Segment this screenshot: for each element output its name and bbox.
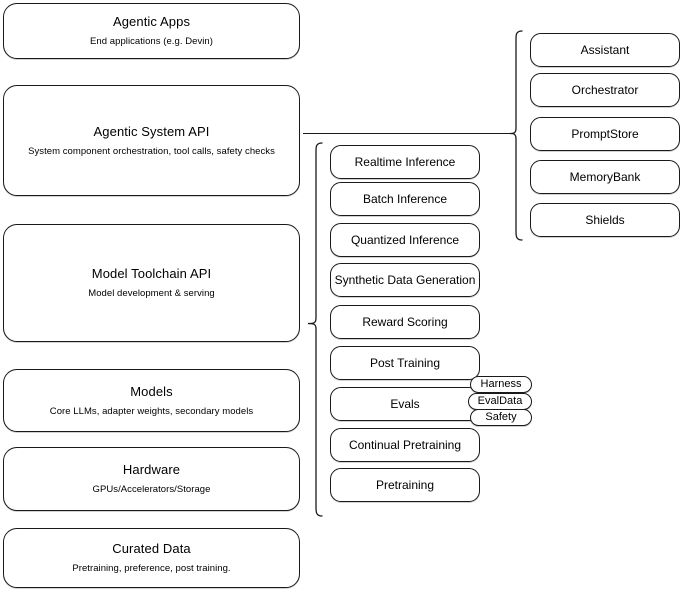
evals-tag-label: EvalData	[477, 395, 523, 407]
layer-hardware[interactable]: Hardware GPUs/Accelerators/Storage	[3, 447, 300, 511]
layer-title: Models	[130, 383, 173, 399]
layer-title: Agentic Apps	[112, 14, 191, 29]
capability-title: Continual Pretraining	[348, 437, 462, 452]
component-promptstore[interactable]: PromptStore	[530, 117, 680, 151]
capability-title: Realtime Inference	[354, 154, 456, 169]
layer-model-toolchain-api[interactable]: Model Toolchain API Model development & …	[3, 224, 300, 342]
capability-pretraining[interactable]: Pretraining	[330, 468, 480, 502]
component-title: MemoryBank	[569, 169, 641, 184]
component-title: Assistant	[580, 42, 630, 57]
evals-tag-label: Harness	[480, 378, 522, 390]
capability-title: Pretraining	[375, 477, 435, 492]
capability-realtime-inference[interactable]: Realtime Inference	[330, 145, 480, 179]
layer-subtitle: Core LLMs, adapter weights, secondary mo…	[49, 405, 254, 417]
right-brace	[508, 30, 524, 242]
evals-tag-harness[interactable]: Harness	[470, 376, 532, 393]
layer-title: Curated Data	[112, 541, 191, 556]
layer-subtitle: Model development & serving	[88, 288, 215, 299]
layer-title: Model Toolchain API	[91, 266, 212, 281]
capability-post-training[interactable]: Post Training	[330, 346, 480, 380]
evals-tag-label: Safety	[485, 411, 517, 423]
capability-title: Synthetic Data Generation	[334, 272, 476, 287]
layer-curated-data[interactable]: Curated Data Pretraining, preference, po…	[3, 528, 300, 588]
capability-title: Batch Inference	[362, 191, 448, 206]
middle-brace	[306, 142, 324, 517]
capability-title: Quantized Inference	[350, 232, 460, 247]
component-orchestrator[interactable]: Orchestrator	[530, 73, 680, 107]
layer-subtitle: End applications (e.g. Devin)	[90, 36, 213, 47]
capability-reward-scoring[interactable]: Reward Scoring	[330, 305, 480, 339]
layer-agentic-system-api[interactable]: Agentic System API System component orch…	[3, 85, 300, 196]
capability-quantized-inference[interactable]: Quantized Inference	[330, 223, 480, 257]
component-title: PromptStore	[571, 126, 639, 141]
capability-title: Post Training	[369, 355, 441, 370]
capability-title: Reward Scoring	[362, 314, 448, 329]
capability-synthetic-data-generation[interactable]: Synthetic Data Generation	[330, 263, 480, 297]
capability-continual-pretraining[interactable]: Continual Pretraining	[330, 428, 480, 462]
layer-title: Agentic System API	[93, 123, 210, 139]
capability-title: Evals	[390, 396, 420, 411]
evals-tag-safety[interactable]: Safety	[470, 409, 532, 426]
component-title: Shields	[585, 212, 625, 227]
layer-subtitle: GPUs/Accelerators/Storage	[92, 484, 211, 495]
connector-agentic-system-api-line	[303, 133, 510, 134]
layer-subtitle: System component orchestration, tool cal…	[28, 145, 275, 157]
capability-batch-inference[interactable]: Batch Inference	[330, 182, 480, 216]
layer-title: Hardware	[122, 462, 181, 477]
component-assistant[interactable]: Assistant	[530, 33, 680, 67]
layer-subtitle: Pretraining, preference, post training.	[72, 563, 231, 574]
component-memorybank[interactable]: MemoryBank	[530, 160, 680, 194]
capability-evals[interactable]: Evals	[330, 387, 480, 421]
component-shields[interactable]: Shields	[530, 203, 680, 237]
component-title: Orchestrator	[571, 82, 639, 97]
evals-tag-evaldata[interactable]: EvalData	[468, 393, 532, 410]
layer-models[interactable]: Models Core LLMs, adapter weights, secon…	[3, 369, 300, 432]
layer-agentic-apps[interactable]: Agentic Apps End applications (e.g. Devi…	[3, 3, 300, 59]
